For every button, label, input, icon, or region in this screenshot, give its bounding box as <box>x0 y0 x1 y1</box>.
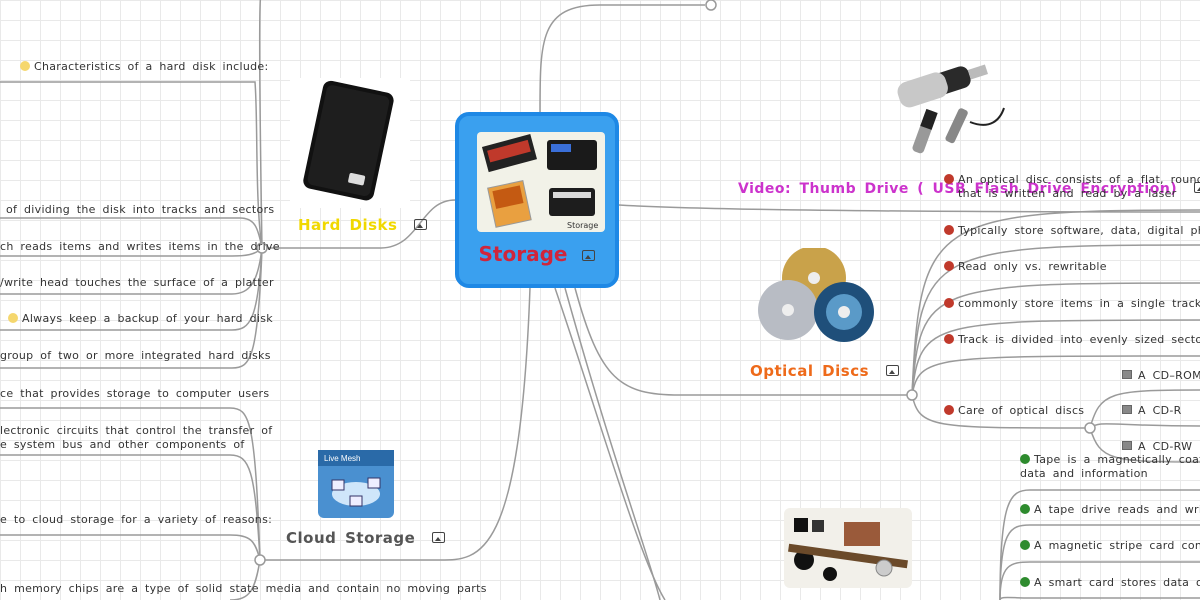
topic-backup[interactable]: Always keep a backup of your hard disk <box>8 312 273 326</box>
branch-optical-discs-label: Optical Discs <box>750 362 870 380</box>
topic-read-only-rewritable[interactable]: Read only vs. rewritable <box>944 260 1107 274</box>
topic-smart-card[interactable]: A smart card stores data on a t <box>1020 576 1200 590</box>
topic-tape-drive[interactable]: A tape drive reads and writes da <box>1020 503 1200 517</box>
topic-formatting[interactable]: of dividing the disk into tracks and sec… <box>6 203 275 216</box>
cloud-storage-image: Live Mesh <box>318 450 394 518</box>
image-icon <box>1122 405 1132 414</box>
branch-video-label: Video: Thumb Drive ( USB Flash Drive Enc… <box>738 181 1178 197</box>
subtopic-cd-rom[interactable]: A CD–ROM <box>1122 369 1200 383</box>
topic-track-sectors[interactable]: Track is divided into evenly sized secto… <box>944 333 1200 347</box>
red-dot-icon <box>944 405 954 415</box>
central-topic-storage[interactable]: Storage Storage <box>455 112 619 288</box>
branch-video-thumb-drive[interactable]: Video: Thumb Drive ( USB Flash Drive Enc… <box>738 181 1200 197</box>
topic-optical-definition-cont: that is written and read by a laser <box>958 187 1177 200</box>
subtopic-cd-r[interactable]: A CD-R <box>1122 404 1182 418</box>
image-icon[interactable] <box>432 532 446 543</box>
red-dot-icon <box>944 298 954 308</box>
image-icon[interactable] <box>582 250 596 261</box>
topic-storage-service[interactable]: ce that provides storage to computer use… <box>0 387 270 400</box>
red-dot-icon <box>944 174 954 184</box>
topic-care-of-optical-discs[interactable]: Care of optical discs <box>944 404 1084 418</box>
branch-optical-discs[interactable]: Optical Discs <box>750 362 899 380</box>
branch-hard-disks-label: Hard Disks <box>298 216 398 234</box>
image-icon[interactable] <box>1193 182 1200 193</box>
storage-image: Storage <box>477 132 605 232</box>
topic-tape-definition[interactable]: Tape is a magnetically coated rib <box>1020 453 1200 467</box>
subtopic-cd-rw[interactable]: A CD-RW <box>1122 440 1192 454</box>
yellow-dot-icon <box>8 313 18 323</box>
topic-raid[interactable]: group of two or more integrated hard dis… <box>0 349 271 362</box>
green-dot-icon <box>1020 540 1030 550</box>
topic-magnetic-stripe-card[interactable]: A magnetic stripe card contains <box>1020 539 1200 553</box>
topic-characteristics[interactable]: Characteristics of a hard disk include: <box>20 60 269 74</box>
cloud-image-caption: Live Mesh <box>324 454 360 463</box>
red-dot-icon <box>944 225 954 235</box>
topic-flash-memory[interactable]: h memory chips are a type of solid state… <box>0 582 487 595</box>
storage-image-caption: Storage <box>567 221 598 230</box>
topic-single-track[interactable]: commonly store items in a single track t… <box>944 297 1200 311</box>
topic-cloud-reasons[interactable]: e to cloud storage for a variety of reas… <box>0 513 273 526</box>
topic-optical-definition[interactable]: An optical disc consists of a flat, roun… <box>944 173 1200 187</box>
image-icon <box>1122 370 1132 379</box>
red-dot-icon <box>944 334 954 344</box>
tape-media-image <box>784 508 912 588</box>
yellow-dot-icon <box>20 61 30 71</box>
central-topic-label: Storage <box>478 242 568 266</box>
storage-media-illustration: Storage <box>481 134 598 230</box>
branch-cloud-storage[interactable]: Cloud Storage <box>286 529 446 547</box>
topic-controller-circuits[interactable]: lectronic circuits that control the tran… <box>0 424 273 437</box>
green-dot-icon <box>1020 454 1030 464</box>
green-dot-icon <box>1020 577 1030 587</box>
image-icon[interactable] <box>885 365 899 376</box>
image-icon[interactable] <box>414 219 428 230</box>
branch-cloud-storage-label: Cloud Storage <box>286 529 416 547</box>
green-dot-icon <box>1020 504 1030 514</box>
optical-discs-image <box>752 246 877 344</box>
topic-optical-typical-use[interactable]: Typically store software, data, digital … <box>944 224 1200 238</box>
thumb-drive-image <box>890 50 1008 162</box>
topic-controller-circuits-cont: e system bus and other components of <box>0 438 245 451</box>
hard-disk-image <box>290 78 410 208</box>
topic-tape-definition-cont: data and information <box>1020 467 1148 480</box>
red-dot-icon <box>944 261 954 271</box>
image-icon <box>1122 441 1132 450</box>
topic-disk-controller[interactable]: ch reads items and writes items in the d… <box>0 240 280 253</box>
branch-hard-disks[interactable]: Hard Disks <box>298 216 428 234</box>
topic-head-crash[interactable]: /write head touches the surface of a pla… <box>0 276 274 289</box>
central-topic-title: Storage <box>459 242 615 266</box>
